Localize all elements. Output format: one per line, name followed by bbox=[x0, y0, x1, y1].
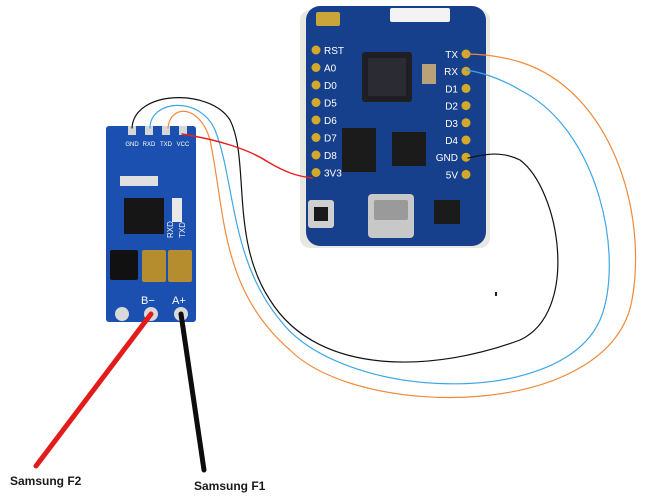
antenna-trace bbox=[390, 8, 450, 22]
esp-right-pin-label: D4 bbox=[445, 136, 458, 147]
esp-left-pin-label: RST bbox=[324, 46, 344, 57]
terminal-label-a: A+ bbox=[172, 295, 186, 307]
esp-right-pad bbox=[461, 118, 471, 128]
converter-header-pin bbox=[179, 126, 187, 135]
converter-header-label: VCC bbox=[177, 142, 190, 148]
esp-left-pin-label: 3V3 bbox=[324, 169, 342, 180]
resistor bbox=[172, 198, 182, 222]
converter-header-pin bbox=[145, 126, 153, 135]
wire-red-f2 bbox=[33, 311, 154, 469]
usb-serial-chip bbox=[392, 132, 426, 166]
esp-right-pin-label: RX bbox=[444, 67, 458, 78]
converter-header-pins: GND RXD TXD VCC bbox=[125, 126, 190, 148]
esp-right-pin-label: TX bbox=[445, 50, 458, 61]
esp-left-pin-label: D5 bbox=[324, 99, 337, 110]
fuse-left bbox=[142, 250, 166, 282]
converter-header-pin bbox=[128, 126, 136, 135]
driver-chip bbox=[124, 198, 164, 234]
esp-left-pin-label: D0 bbox=[324, 81, 337, 92]
flash-chip bbox=[342, 128, 376, 172]
esp-left-pin-label: D8 bbox=[324, 151, 337, 162]
wire-black-gnd bbox=[131, 97, 559, 363]
esp-right-pad bbox=[461, 83, 471, 93]
label-samsung-f1: Samsung F1 bbox=[194, 479, 266, 493]
esp-left-pad bbox=[311, 115, 321, 125]
converter-header-label: RXD bbox=[143, 142, 156, 148]
esp-left-pin-label: D7 bbox=[324, 134, 337, 145]
converter-header-pin bbox=[162, 126, 170, 135]
esp-right-pin-label: 5V bbox=[446, 170, 459, 181]
terminal-label-b: B− bbox=[141, 295, 155, 307]
esp-left-pad bbox=[311, 45, 321, 55]
esp-left-pad bbox=[311, 63, 321, 72]
esp-left-pad bbox=[311, 80, 321, 90]
wire-red-vcc bbox=[181, 133, 313, 179]
label-samsung-f2: Samsung F2 bbox=[10, 474, 82, 488]
esp-right-pin-label: D2 bbox=[445, 102, 458, 113]
esp-right-pad bbox=[461, 101, 471, 111]
diode-left bbox=[110, 250, 138, 280]
esp-right-pad bbox=[461, 169, 471, 179]
crystal bbox=[422, 64, 436, 84]
converter-side-label-txd: TXD bbox=[178, 222, 187, 238]
fuse-right bbox=[168, 250, 192, 282]
esp-left-pad bbox=[311, 168, 321, 177]
antenna-connector bbox=[316, 12, 340, 26]
esp-right-pin-label: D3 bbox=[445, 119, 458, 130]
esp-left-pad bbox=[311, 150, 321, 160]
converter-side-label-rxd: RXD bbox=[166, 221, 175, 238]
component bbox=[120, 176, 158, 186]
wire-blue-rx bbox=[149, 69, 610, 385]
esp-left-pad bbox=[311, 98, 321, 107]
converter-header-label: GND bbox=[125, 142, 139, 148]
esp-right-pad bbox=[461, 66, 471, 76]
esp-right-pad bbox=[461, 135, 471, 145]
wire-orange-tx bbox=[167, 53, 637, 398]
esp-left-pin-label: D6 bbox=[324, 116, 337, 127]
esp-right-pin-label: D1 bbox=[445, 84, 458, 95]
wire-black-f1 bbox=[178, 311, 207, 473]
esp-left-pin-label: A0 bbox=[324, 64, 337, 75]
wires bbox=[33, 53, 637, 473]
esp-left-pad bbox=[311, 133, 321, 142]
esp-right-pin-label: GND bbox=[436, 153, 458, 164]
esp-right-pad bbox=[461, 152, 471, 162]
converter-header-label: TXD bbox=[160, 142, 173, 148]
stray-mark bbox=[495, 292, 497, 296]
terminal-screw-left bbox=[115, 307, 129, 321]
regulator-chip bbox=[434, 200, 460, 224]
